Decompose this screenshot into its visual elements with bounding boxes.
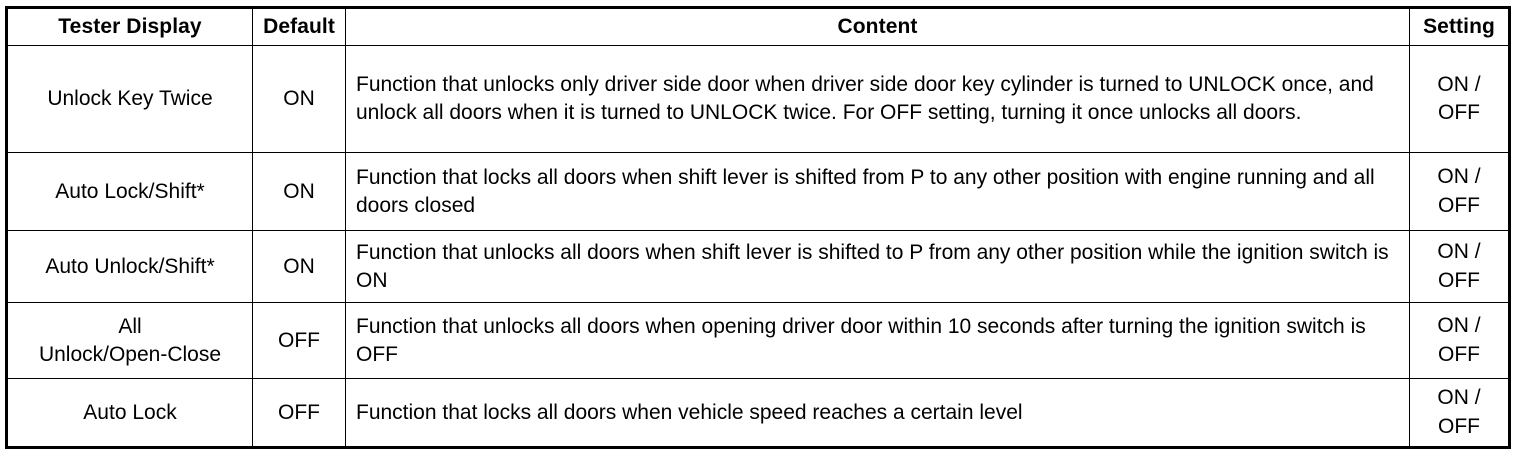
column-header-default: Default [252,7,346,46]
cell-setting: ON / OFF [1409,230,1510,303]
table-row: Auto Lock/Shift* ON Function that locks … [6,152,1510,231]
cell-content: Function that unlocks all doors when ope… [345,302,1410,379]
cell-content: Function that unlocks all doors when shi… [345,230,1410,303]
setting-option-off: OFF [1438,342,1480,366]
setting-option-on: ON / [1437,314,1481,338]
cell-setting: ON / OFF [1409,152,1510,231]
cell-tester-display: Unlock Key Twice [6,45,253,153]
cell-default: ON [252,230,346,303]
table-body: Unlock Key Twice ON Function that unlock… [6,45,1510,448]
cell-tester-display: Auto Lock/Shift* [6,152,253,231]
cell-default: OFF [252,302,346,379]
cell-default: OFF [252,378,346,448]
column-header-content: Content [345,7,1410,46]
table-row: Auto Lock OFF Function that locks all do… [6,378,1510,448]
setting-option-off: OFF [1438,414,1480,438]
setting-option-on: ON / [1437,386,1481,410]
table-header-row: Tester Display Default Content Setting [6,7,1510,46]
cell-tester-display: All Unlock/Open-Close [6,302,253,379]
setting-option-off: OFF [1438,101,1480,124]
setting-option-on: ON / [1437,240,1481,264]
cell-content: Function that locks all doors when vehic… [345,378,1410,448]
setting-option-off: OFF [1438,193,1480,217]
column-header-setting: Setting [1409,7,1510,46]
cell-tester-display: Auto Lock [6,378,253,448]
setting-option-on: ON / [1437,165,1481,189]
cell-setting: ON / OFF [1409,378,1510,448]
table-row: Auto Unlock/Shift* ON Function that unlo… [6,230,1510,303]
cell-tester-display-line1: All [118,314,142,338]
table-row: All Unlock/Open-Close OFF Function that … [6,302,1510,379]
cell-content: Function that unlocks only driver side d… [345,45,1410,153]
setting-option-on: ON / [1437,72,1481,96]
table-header: Tester Display Default Content Setting [6,7,1510,46]
table-row: Unlock Key Twice ON Function that unlock… [6,45,1510,153]
cell-default: ON [252,45,346,153]
setting-option-off: OFF [1438,268,1480,292]
cell-content: Function that locks all doors when shift… [345,152,1410,231]
cell-tester-display-line2: Unlock/Open-Close [38,342,222,366]
tester-display-settings-table: Tester Display Default Content Setting U… [5,6,1511,449]
column-header-tester-display: Tester Display [6,7,253,46]
cell-setting: ON / OFF [1409,45,1510,153]
cell-default: ON [252,152,346,231]
cell-tester-display: Auto Unlock/Shift* [6,230,253,303]
cell-setting: ON / OFF [1409,302,1510,379]
